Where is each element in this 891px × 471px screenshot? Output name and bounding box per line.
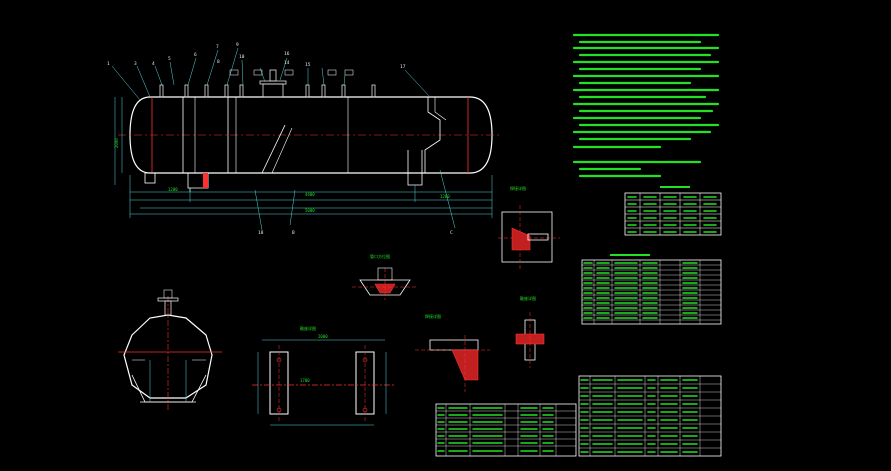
parts-table [581, 254, 722, 325]
svg-text:C: C [450, 230, 453, 236]
weld-detail-small: 鞍座详图 [515, 295, 545, 368]
svg-text:2000: 2000 [318, 334, 328, 339]
weld-detail-lower: 焊接详图 [415, 313, 490, 392]
svg-text:焊接详图: 焊接详图 [425, 313, 441, 319]
svg-text:3: 3 [134, 61, 137, 67]
svg-text:1700: 1700 [300, 378, 310, 383]
svg-text:9: 9 [236, 42, 239, 48]
svg-text:1200: 1200 [440, 194, 450, 199]
nozzle-table [624, 186, 722, 236]
svg-text:15: 15 [305, 62, 311, 68]
svg-text:1: 1 [107, 61, 110, 67]
technical-notes [572, 33, 720, 178]
vessel-end-view [118, 289, 222, 412]
saddle-plan-detail: 鞍座详图 2000 1700 [252, 325, 395, 426]
svg-text:4: 4 [152, 61, 155, 67]
svg-text:B: B [292, 230, 295, 236]
svg-text:7: 7 [216, 44, 219, 50]
svg-text:6: 6 [194, 52, 197, 58]
svg-text:鞍座详图: 鞍座详图 [300, 325, 316, 331]
svg-text:18: 18 [258, 230, 264, 236]
component-table [435, 403, 577, 457]
dimension-lines [114, 97, 493, 218]
dimension-texts: 1200 4400 5000 1200 2000 [114, 138, 450, 213]
svg-text:17: 17 [400, 64, 406, 70]
svg-text:5: 5 [168, 56, 171, 62]
item-number-tags: 1 3 4 5 6 7 8 9 10 16 14 15 17 18 B C [107, 42, 453, 236]
bill-of-materials [578, 375, 722, 457]
svg-text:2000: 2000 [114, 138, 119, 148]
svg-text:10: 10 [239, 54, 245, 60]
svg-text:管口方位图: 管口方位图 [370, 253, 390, 259]
svg-text:16: 16 [284, 51, 290, 57]
vessel-shell-outline [129, 96, 493, 174]
svg-text:5000: 5000 [305, 208, 315, 213]
weld-detail-mid: 管口方位图 [352, 253, 418, 300]
top-nozzles [159, 69, 376, 98]
svg-text:焊接详图: 焊接详图 [510, 185, 526, 191]
svg-text:4400: 4400 [305, 192, 315, 197]
svg-text:1200: 1200 [168, 187, 178, 192]
end-view-outline [123, 314, 213, 399]
svg-text:8: 8 [217, 59, 220, 65]
vessel-elevation-view: 1 3 4 5 6 7 8 9 10 16 14 15 17 18 B C [107, 42, 502, 236]
item-leaders [111, 47, 456, 231]
weld-detail-top: 焊接详图 [498, 185, 560, 270]
saddle-supports [144, 150, 423, 192]
svg-text:鞍座详图: 鞍座详图 [520, 295, 536, 301]
svg-text:14: 14 [284, 60, 290, 66]
